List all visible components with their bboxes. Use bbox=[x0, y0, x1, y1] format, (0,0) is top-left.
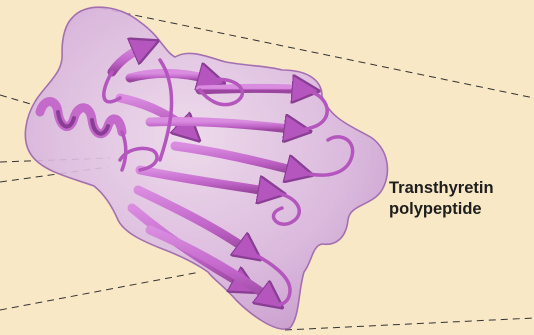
leader-line-left-lower bbox=[0, 272, 200, 310]
label-line-2: polypeptide bbox=[389, 199, 529, 220]
leader-line-left-upper bbox=[0, 95, 34, 105]
molecular-envelope bbox=[25, 7, 387, 329]
label-line-1: Transthyretin bbox=[389, 178, 529, 199]
beta-strand-4 bbox=[200, 89, 306, 91]
figure-label: Transthyretin polypeptide bbox=[389, 178, 529, 220]
leader-line-bottom-right bbox=[285, 318, 534, 330]
